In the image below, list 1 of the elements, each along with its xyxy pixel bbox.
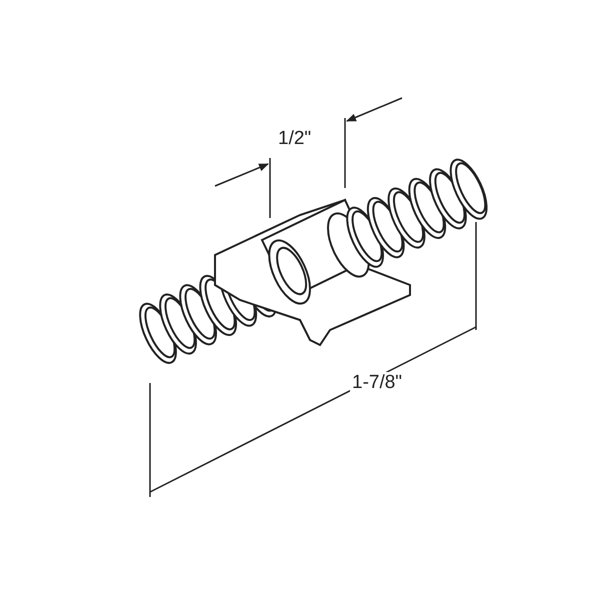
dimension-label: 1-7/8": [350, 372, 404, 394]
